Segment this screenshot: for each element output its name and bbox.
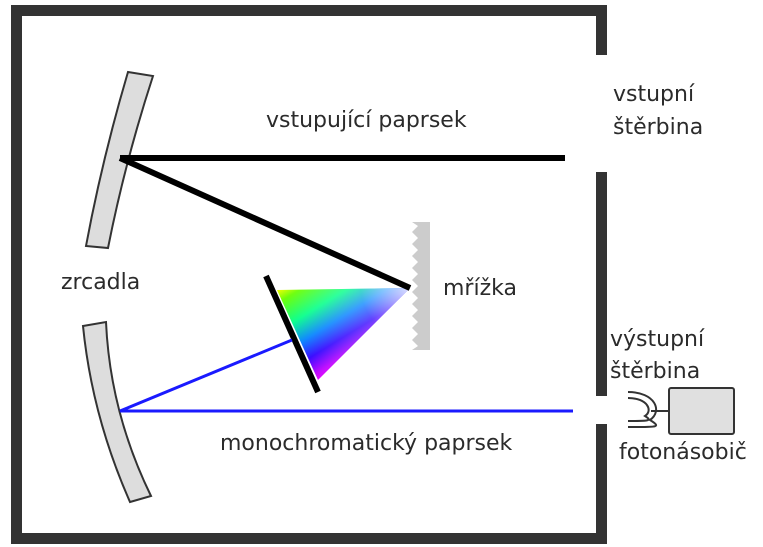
photomultiplier [627,387,735,435]
photomultiplier-label: fotonásobič [619,440,747,465]
incoming-beam-label: vstupující paprsek [266,108,467,133]
exit-slit-label-line1: výstupní [610,327,705,352]
photomultiplier-cathode [627,391,657,429]
housing-top-wall [11,5,607,16]
grating-label: mřížka [443,276,517,301]
housing [11,5,607,544]
mirrors-label: zrcadla [61,270,140,295]
entrance-slit-label-line1: vstupní [613,82,695,107]
diffraction-grating [412,222,430,350]
exit-slit-screen [263,274,321,394]
monochromatic-beam [119,338,573,413]
monochromatic-beam-to-mirror [119,338,293,413]
monochromatic-beam-label: monochromatický paprsek [220,431,513,456]
entrance-slit-label-line2: štěrbina [613,115,703,140]
housing-right-wall-middle [596,172,607,396]
housing-bottom-wall [11,533,607,544]
photomultiplier-cathode-inner [627,397,650,422]
housing-right-wall-upper [596,5,607,55]
photomultiplier-tube [668,387,735,435]
lower-mirror [81,320,153,504]
entrance-slit-label: vstupní štěrbina [613,82,703,140]
incoming-beam [118,155,565,291]
exit-slit-label: výstupní štěrbina [610,327,711,384]
housing-right-wall-lower [596,424,607,544]
spectrum-fan-glow [277,288,410,380]
exit-slit-label-line2: štěrbina [610,359,700,384]
collimated-beam-to-grating [118,155,412,291]
housing-left-wall [11,5,22,544]
